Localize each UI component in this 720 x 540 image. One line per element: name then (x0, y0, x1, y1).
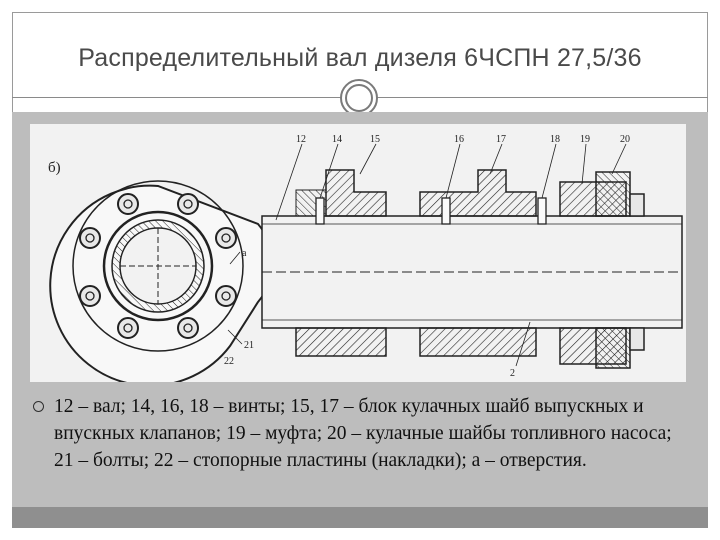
callout-19: 19 (580, 134, 590, 145)
callout-15: 15 (370, 134, 380, 145)
callout-12: 12 (296, 134, 306, 145)
figure-panel-label: б) (48, 160, 61, 176)
callout-2: 2 (510, 368, 515, 379)
coupling-cross-section: a 21 22 (49, 180, 274, 387)
camshaft-drawing: б) a 21 22 (48, 134, 683, 387)
callout-20: 20 (620, 134, 630, 145)
callout-a: a (242, 248, 247, 259)
callout-21: 21 (244, 340, 254, 351)
callout-17: 17 (496, 134, 506, 145)
shaft-longitudinal-section: 12 14 15 16 17 18 19 20 2 (261, 134, 683, 379)
camshaft-figure: б) a 21 22 (30, 124, 686, 387)
callout-18: 18 (550, 134, 560, 145)
callout-22: 22 (224, 356, 234, 367)
slide-title: Распределительный вал дизеля 6ЧСПН 27,5/… (78, 44, 642, 72)
bullet-icon (33, 401, 44, 412)
callout-14: 14 (332, 134, 342, 145)
callout-16: 16 (454, 134, 464, 145)
caption-text: 12 – вал; 14, 16, 18 – винты; 15, 17 – б… (54, 396, 672, 471)
figure-caption: 12 – вал; 14, 16, 18 – винты; 15, 17 – б… (33, 393, 694, 474)
bottom-bar (12, 507, 708, 528)
